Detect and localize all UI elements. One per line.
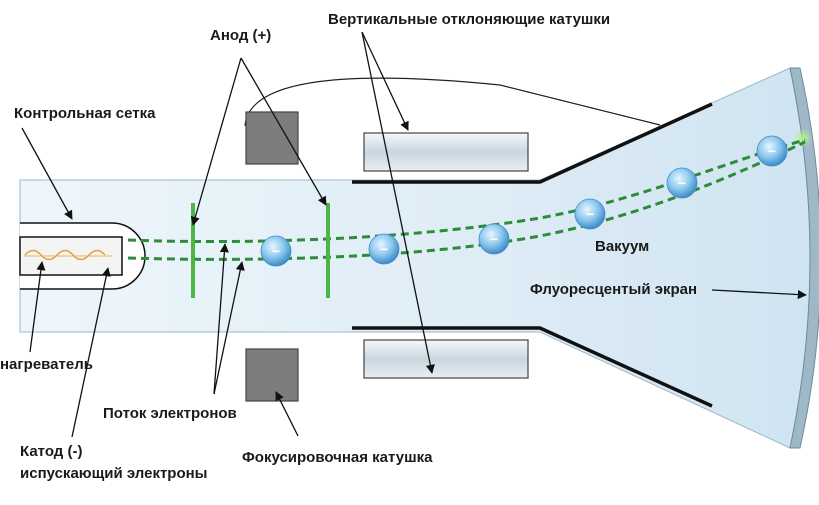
- tube-upper-edge: [352, 102, 713, 184]
- leader-heater: [29, 261, 46, 353]
- label-heater: нагреватель: [0, 356, 93, 373]
- electron: −: [478, 223, 510, 255]
- electron: −: [666, 167, 698, 199]
- vertical-coil-bottom: [363, 339, 529, 379]
- electron-charge: −: [768, 143, 776, 159]
- vertical-coils-outline: [244, 77, 661, 127]
- label-anode: Анод (+): [210, 27, 271, 44]
- label-control-grid: Контрольная сетка: [14, 105, 156, 122]
- focus-coil-top: [245, 111, 299, 165]
- label-electron-flow: Поток электронов: [103, 405, 237, 422]
- tube-lower-edge: [352, 326, 713, 408]
- label-vertical-coils: Вертикальные отклоняющие катушки: [328, 11, 610, 28]
- electron-charge: −: [678, 175, 686, 191]
- leader-vcoil-1: [361, 31, 409, 131]
- electron: −: [756, 135, 788, 167]
- leader-vcoil-2: [361, 31, 435, 374]
- leader-control-grid: [21, 127, 73, 220]
- leader-lines: [21, 31, 807, 438]
- electron-beam-upper: [127, 138, 806, 244]
- electron-beam-lower: [127, 140, 806, 261]
- electron-charge: −: [490, 231, 498, 247]
- electron: −: [574, 198, 606, 230]
- vertical-coil-top: [363, 132, 529, 172]
- label-cathode-line1: Катод (-): [20, 443, 82, 460]
- electron: −: [368, 233, 400, 265]
- focus-coil-bottom: [245, 348, 299, 402]
- leader-anode-1: [190, 57, 242, 226]
- heater-filament: [24, 249, 106, 261]
- label-screen: Флуоресцентый экран: [530, 281, 697, 298]
- fluorescent-screen: [789, 67, 819, 449]
- label-focus-coil: Фокусировочная катушка: [242, 449, 433, 466]
- electron-charge: −: [380, 241, 388, 257]
- label-cathode-line2: испускающий электроны: [20, 465, 208, 482]
- leader-screen: [711, 289, 807, 300]
- electron-charge: −: [586, 206, 594, 222]
- leader-cathode: [71, 267, 111, 438]
- leader-flow-2: [213, 261, 245, 395]
- leader-focus-coil: [275, 391, 299, 437]
- leader-flow-1: [213, 243, 229, 395]
- electron: −: [260, 235, 292, 267]
- label-vacuum: Вакуум: [595, 238, 649, 255]
- electron-charge: −: [272, 243, 280, 259]
- leader-anode-2: [240, 57, 327, 206]
- screen-glow: [793, 128, 813, 148]
